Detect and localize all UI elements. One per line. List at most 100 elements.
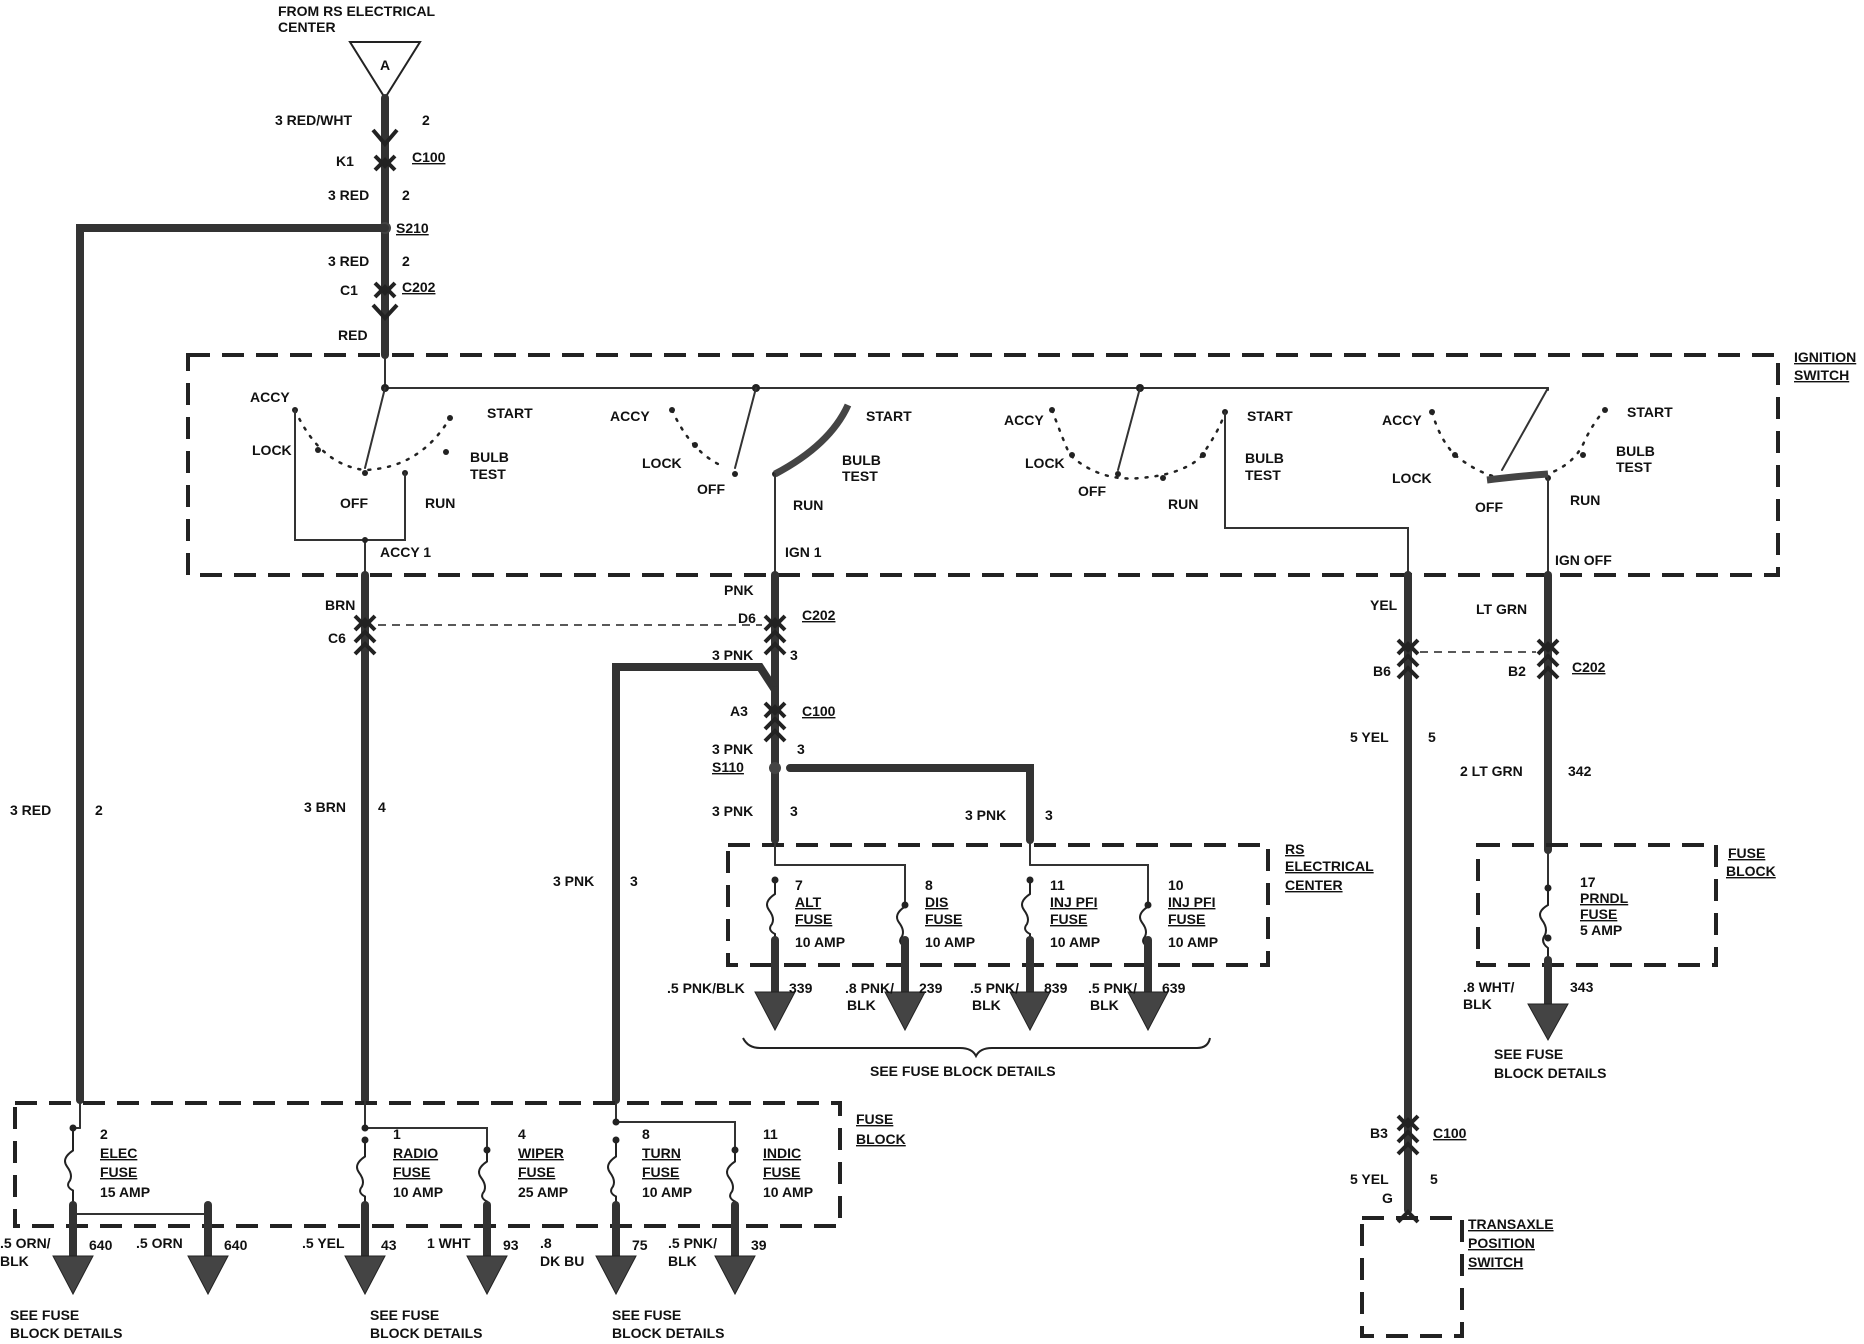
rs-fuse-l2: FUSE [795,911,832,927]
fuse-out-color: .5 YEL [302,1235,345,1251]
fuse-out-circuit: 43 [381,1237,397,1253]
yel5-num: 5 [1428,729,1436,745]
top-wire-circuit: 2 [422,112,430,128]
fuse-amp: 10 AMP [393,1184,443,1200]
fuse-label-1: TURN [642,1145,681,1161]
rs-see-details: SEE FUSE BLOCK DETAILS [870,1063,1056,1079]
prndl-see-1: SEE FUSE [1494,1046,1563,1062]
fuse-amp: 15 AMP [100,1184,150,1200]
source-label-2: CENTER [278,19,336,35]
yel5b-num: 5 [1430,1171,1438,1187]
fuse-num: 11 [763,1126,778,1142]
fuse-label-2: FUSE [763,1164,800,1180]
rs-out-circuit: 239 [919,980,943,996]
prndl-fuse-block-box [1476,843,1718,967]
fuse-see-2: BLOCK DETAILS [612,1325,725,1341]
fuse-2 [64,1128,74,1205]
rs-out-color: .8 PNK/ [845,980,894,996]
fuse-17-l1: PRNDL [1580,890,1629,906]
red-after-s210-num: 2 [402,253,410,269]
s2-off: OFF [697,481,725,497]
red3-label: 3 RED [10,802,51,818]
arrow-down-icon [714,1255,756,1296]
s110-num: 3 [797,741,805,757]
fuse-out-color: .5 ORN [136,1235,183,1251]
pnk3-top-label: 3 PNK [712,647,753,663]
transaxle-l3: SWITCH [1468,1254,1523,1270]
fuse-out-color: .5 ORN/ [0,1235,51,1251]
chevron-down-icon [371,303,399,321]
rs-fuse-num: 11 [1050,877,1065,893]
yel-label: YEL [1370,597,1398,613]
fuse-17-l2: FUSE [1580,906,1617,922]
rs-fuse-amp: 10 AMP [1168,934,1218,950]
rs-out-color: .5 PNK/ [970,980,1019,996]
rs-fuse-num: 10 [1168,877,1184,893]
s4-accy: ACCY [1382,412,1422,428]
red-branch-wire [76,224,389,1104]
source-triangle [348,41,422,100]
yel5b-label: 5 YEL [1350,1171,1389,1187]
arrow-down-icon [1009,991,1051,1032]
fuse-8 [607,1140,617,1205]
rs-fuse-l1: INJ PFI [1050,894,1097,910]
fuse-17-amp: 5 AMP [1580,922,1622,938]
fuse-out-circuit: 39 [751,1237,767,1253]
b3-label: B3 [1370,1125,1388,1141]
arrow-down-icon [884,991,926,1032]
s4-output: IGN OFF [1555,552,1612,568]
prndl-out-c1: .8 WHT/ [1463,979,1514,995]
a3-label: A3 [730,703,748,719]
ltgrn2-num: 342 [1568,763,1592,779]
s3-off: OFF [1078,483,1106,499]
c202-top-pin: C1 [340,282,358,298]
fuse-4 [478,1150,488,1205]
rs-out-color-2: BLK [1090,997,1119,1013]
s4-bulb: BULB [1616,443,1655,459]
fuse-17 [1539,888,1549,960]
fuse-see-1: SEE FUSE [612,1307,681,1323]
fuse-see-1: SEE FUSE [370,1307,439,1323]
pnk-label: PNK [724,582,754,598]
source-tag: A [380,57,390,73]
switch-section-accy: ACCY LOCK OFF START BULB TEST RUN ACCY 1 [250,387,533,576]
fuse-num: 4 [518,1126,526,1142]
fuse-17-num: 17 [1580,874,1596,890]
fuse-out-color-2: BLK [668,1253,697,1269]
fuse-11 [726,1150,736,1205]
arrow-down-icon [344,1255,386,1296]
s1-output: ACCY 1 [380,544,431,560]
fuse-out-color-2: BLK [0,1253,29,1269]
d6-label: D6 [738,610,756,626]
s4-off: OFF [1475,499,1503,515]
pnk3-right-num: 3 [1045,807,1053,823]
rs-out-circuit: 839 [1044,980,1068,996]
splice-s110 [769,762,781,774]
c202-right-label: C202 [1572,659,1606,675]
source-label-1: FROM RS ELECTRICAL [278,3,436,19]
s1-test: TEST [470,466,506,482]
fuse-amp: 25 AMP [518,1184,568,1200]
s1-run: RUN [425,495,455,511]
rs-fuse-amp: 10 AMP [1050,934,1100,950]
transaxle-l2: POSITION [1468,1235,1535,1251]
prndl-out-num: 343 [1570,979,1594,995]
fuse-out-circuit: 640 [224,1237,248,1253]
prndl-title-1: FUSE [1728,845,1765,861]
rs-fuse-l2: FUSE [1050,911,1087,927]
pnk3-left-label: 3 PNK [553,873,594,889]
fuse-num: 8 [642,1126,650,1142]
pnk3-top-num: 3 [790,647,798,663]
s3-lock: LOCK [1025,455,1065,471]
rs-title-3: CENTER [1285,877,1343,893]
b6-label: B6 [1373,663,1391,679]
ignition-title-1: IGNITION [1794,349,1856,365]
s110-color: 3 PNK [712,741,753,757]
transaxle-l1: TRANSAXLE [1468,1216,1554,1232]
switch-section-3: ACCY LOCK OFF START BULB TEST RUN [1004,387,1409,576]
rs-fuse-7 [766,880,776,940]
s2-start: START [866,408,912,424]
arrow-down-icon [1127,991,1169,1032]
s4-start: START [1627,404,1673,420]
